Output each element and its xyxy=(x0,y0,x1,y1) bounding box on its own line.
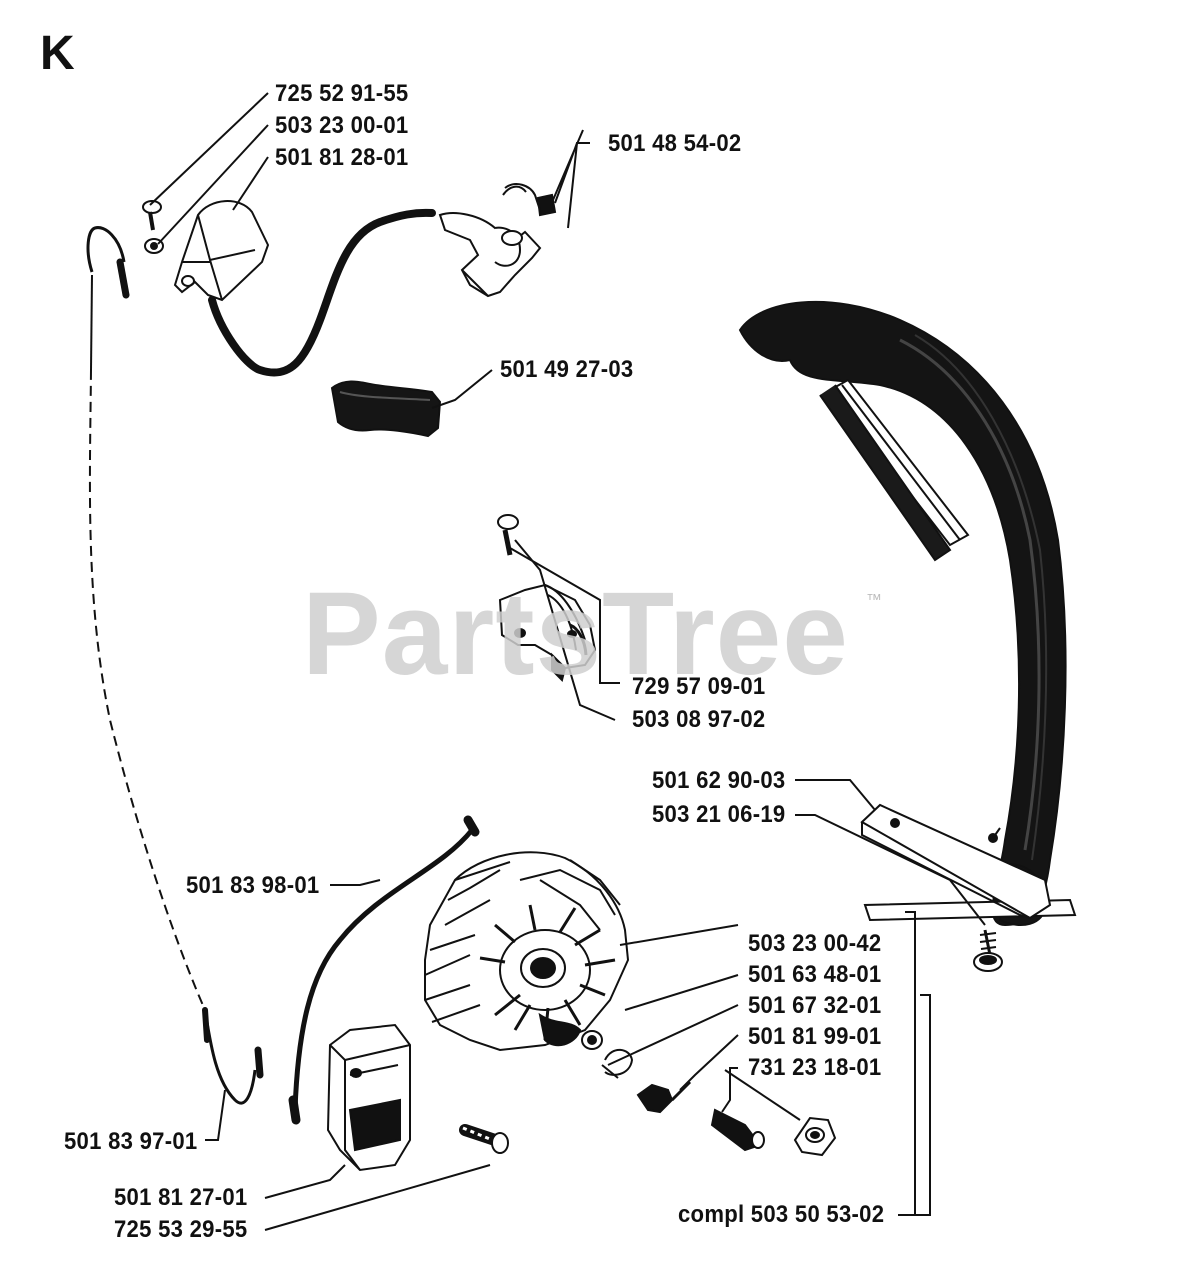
mount-bracket xyxy=(497,514,597,682)
module-screw xyxy=(459,1124,509,1154)
part-label-503230042: 503 23 00-42 xyxy=(748,930,882,957)
part-label-729570901: 729 57 09-01 xyxy=(632,673,766,700)
spark-plug-spring xyxy=(502,183,557,217)
part-label-501819901: 501 81 99-01 xyxy=(748,1023,882,1050)
part-label-503230001: 503 23 00-01 xyxy=(275,112,409,139)
part-label-501673201: 501 67 32-01 xyxy=(748,992,882,1019)
part-label-725529155: 725 52 91-55 xyxy=(275,80,409,107)
part-label-503089702: 503 08 97-02 xyxy=(632,706,766,733)
part-label-501492703: 501 49 27-03 xyxy=(500,356,634,383)
part-label-compl-503505302: compl 503 50 53-02 xyxy=(678,1201,885,1228)
part-label-503210619: 503 21 06-19 xyxy=(652,801,786,828)
spark-plug-cap xyxy=(438,212,542,298)
watermark: PartsTree xyxy=(302,568,849,700)
flywheel xyxy=(424,851,630,1052)
part-label-501812701: 501 81 27-01 xyxy=(114,1184,248,1211)
ground-wire xyxy=(86,226,264,1105)
part-label-501629003: 501 62 90-03 xyxy=(652,767,786,794)
rubber-buffer xyxy=(330,380,442,438)
part-label-501485402: 501 48 54-02 xyxy=(608,130,742,157)
ht-lead xyxy=(208,208,436,377)
ignition-module xyxy=(326,1023,411,1172)
handle-screw xyxy=(973,929,1003,972)
part-label-731231801: 731 23 18-01 xyxy=(748,1054,882,1081)
leader-lines xyxy=(149,92,986,1231)
part-label-501812801: 501 81 28-01 xyxy=(275,144,409,171)
part-label-725532955: 725 53 29-55 xyxy=(114,1216,248,1243)
ignition-coil xyxy=(173,200,270,302)
trademark-mark: ™ xyxy=(866,592,882,609)
stop-cable xyxy=(288,815,480,1125)
flywheel-hardware xyxy=(581,1030,837,1157)
section-letter: K xyxy=(40,27,75,80)
coil-screw xyxy=(142,200,164,254)
handle-bracket-plate xyxy=(860,803,1077,922)
front-handle-bar xyxy=(738,300,1067,927)
part-label-501839801: 501 83 98-01 xyxy=(186,872,320,899)
part-label-501634801: 501 63 48-01 xyxy=(748,961,882,988)
part-label-501839701: 501 83 97-01 xyxy=(64,1128,198,1155)
